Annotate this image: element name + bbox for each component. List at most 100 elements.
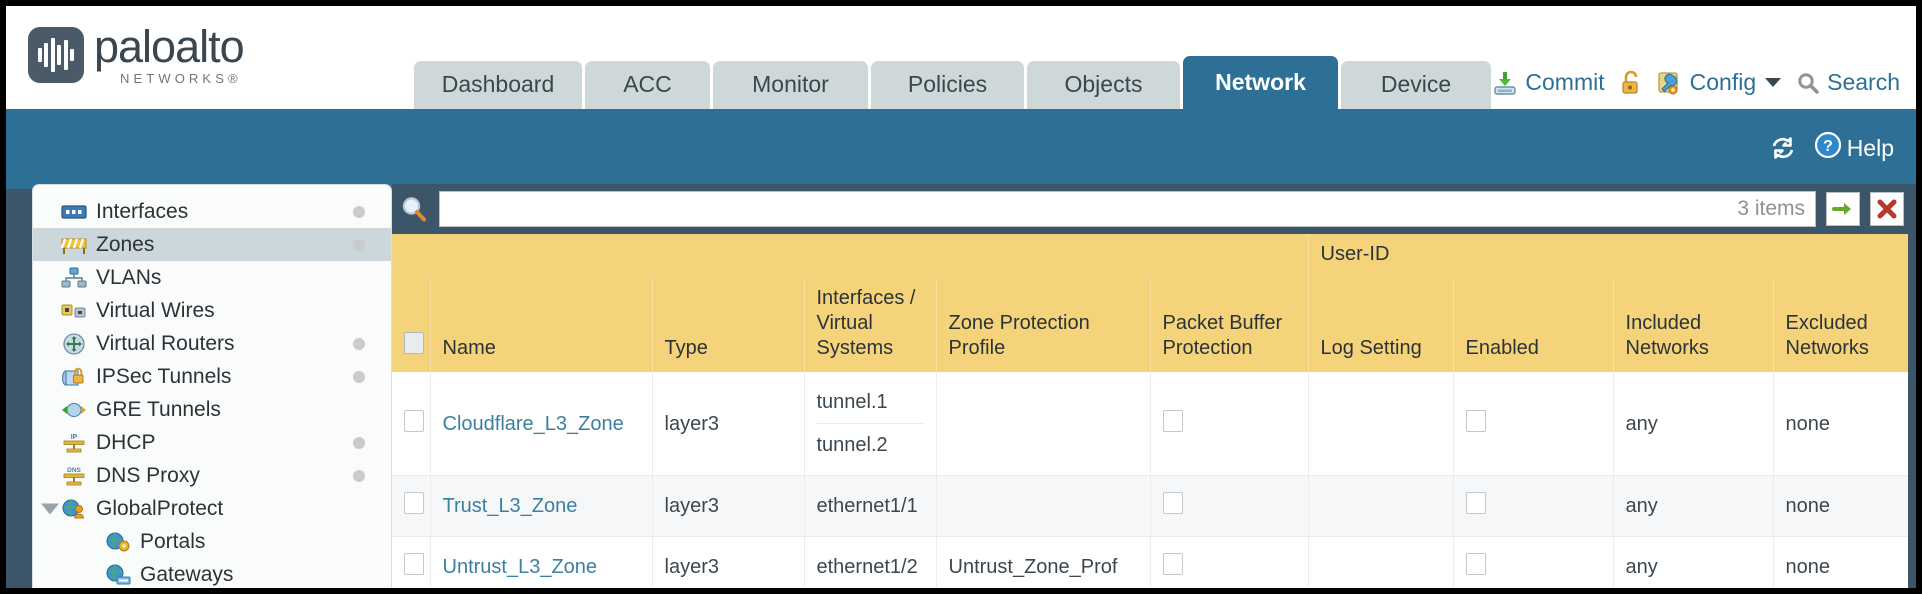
row-select-cell <box>392 372 431 476</box>
sidebar-item-interfaces[interactable]: Interfaces <box>33 195 391 228</box>
row-select-cell <box>392 475 431 537</box>
row-select-cell <box>392 536 431 588</box>
sidebar-item-portals[interactable]: Portals <box>33 525 391 558</box>
expand-collapse-triangle-icon[interactable] <box>41 503 59 514</box>
interfaces-icon <box>61 201 87 223</box>
paloalto-logo-icon <box>28 27 84 83</box>
tab-objects[interactable]: Objects <box>1027 61 1180 109</box>
log-setting-cell <box>1308 372 1454 476</box>
column-header-included-networks[interactable]: Included Networks <box>1613 278 1774 372</box>
sidebar-item-indicator-dot <box>353 469 365 482</box>
tab-network[interactable]: Network <box>1183 56 1338 109</box>
userid-enabled-cell <box>1453 475 1614 537</box>
included-networks-cell: any <box>1613 536 1774 588</box>
sidebar-item-gateways[interactable]: Gateways <box>33 558 391 588</box>
column-header-type[interactable]: Type <box>652 278 805 372</box>
search-icon <box>1796 71 1820 95</box>
tab-device[interactable]: Device <box>1341 61 1491 109</box>
config-menu[interactable]: Config <box>1657 69 1782 96</box>
log-setting-cell <box>1308 536 1454 588</box>
column-header-packet-buffer-protection[interactable]: Packet Buffer Protection <box>1150 278 1309 372</box>
zone-type-cell: layer3 <box>652 475 805 537</box>
lock-button[interactable] <box>1620 70 1642 96</box>
packet-buffer-protection-cell <box>1150 372 1309 476</box>
zone-protection-profile-cell <box>936 475 1151 537</box>
packet-buffer-protection-checkbox[interactable] <box>1162 492 1183 514</box>
packet-buffer-protection-checkbox[interactable] <box>1162 409 1183 432</box>
sidebar-item-label: Virtual Wires <box>96 298 215 322</box>
zone-protection-profile-cell <box>936 372 1151 476</box>
sidebar-item-ipsec-tunnels[interactable]: IPSec Tunnels <box>33 360 391 393</box>
excluded-networks-cell: none <box>1773 536 1908 588</box>
userid-enabled-checkbox[interactable] <box>1465 492 1486 514</box>
packet-buffer-protection-checkbox[interactable] <box>1162 553 1183 575</box>
brand-name: paloalto <box>94 21 245 72</box>
zones-icon <box>60 234 87 256</box>
column-header-log-setting[interactable]: Log Setting <box>1308 278 1454 372</box>
userid-enabled-cell <box>1453 536 1614 588</box>
sidebar-item-zones[interactable]: Zones <box>33 228 391 261</box>
help-button[interactable]: ? Help <box>1814 131 1894 165</box>
ipsec-tunnels-icon <box>61 366 87 388</box>
unlock-icon <box>1620 70 1642 96</box>
table-group-header-row: User-ID <box>392 234 1908 278</box>
select-all-checkbox[interactable] <box>404 332 424 354</box>
apply-filter-button[interactable] <box>1826 192 1860 226</box>
zone-interfaces-cell: ethernet1/2 <box>804 536 937 588</box>
sub-header-band: ? Help <box>6 109 1916 189</box>
sidebar-item-virtual-wires[interactable]: Virtual Wires <box>33 294 391 327</box>
column-header-name[interactable]: Name <box>430 278 653 372</box>
tab-acc[interactable]: ACC <box>585 61 710 109</box>
virtual-wires-icon <box>61 300 87 322</box>
tab-monitor[interactable]: Monitor <box>713 61 868 109</box>
column-header-interfaces-virtual-systems[interactable]: Interfaces / Virtual Systems <box>804 278 937 372</box>
sidebar-item-label: DHCP <box>96 430 156 454</box>
search-icon[interactable] <box>399 194 429 224</box>
row-select-checkbox[interactable] <box>404 492 424 514</box>
item-count-label: 3 items <box>1737 197 1805 220</box>
column-header-excluded-networks[interactable]: Excluded Networks <box>1773 278 1908 372</box>
column-header-zone-protection-profile[interactable]: Zone Protection Profile <box>936 278 1151 372</box>
log-setting-cell <box>1308 475 1454 537</box>
zone-protection-profile-cell: Untrust_Zone_Prof <box>936 536 1151 588</box>
sidebar-item-vlans[interactable]: VLANs <box>33 261 391 294</box>
userid-enabled-checkbox[interactable] <box>1465 553 1486 575</box>
portals-icon <box>105 531 131 553</box>
refresh-icon[interactable] <box>1769 134 1797 162</box>
zone-name-link[interactable]: Trust_L3_Zone <box>442 495 578 517</box>
sidebar-item-gre-tunnels[interactable]: GRE Tunnels <box>33 393 391 426</box>
zone-name-cell: Untrust_L3_Zone <box>430 536 653 588</box>
sidebar-item-label: Portals <box>140 529 206 553</box>
zone-name-link[interactable]: Cloudflare_L3_Zone <box>442 412 624 435</box>
tab-dashboard[interactable]: Dashboard <box>414 61 582 109</box>
config-label: Config <box>1689 69 1757 95</box>
interface-entry: ethernet1/1 <box>816 495 918 517</box>
vlans-icon <box>61 267 87 289</box>
row-select-checkbox[interactable] <box>404 553 424 575</box>
help-label: Help <box>1846 134 1894 161</box>
commit-label: Commit <box>1525 69 1605 95</box>
tab-policies[interactable]: Policies <box>871 61 1024 109</box>
userid-enabled-checkbox[interactable] <box>1465 409 1486 432</box>
sidebar-item-virtual-routers[interactable]: Virtual Routers <box>33 327 391 360</box>
zone-name-link[interactable]: Untrust_L3_Zone <box>442 556 598 578</box>
sidebar-item-globalprotect[interactable]: GlobalProtect <box>33 492 391 525</box>
column-header-enabled[interactable]: Enabled <box>1453 278 1614 372</box>
clear-filter-button[interactable] <box>1870 192 1904 226</box>
row-select-checkbox[interactable] <box>404 409 424 432</box>
dns-proxy-icon: DNS <box>61 465 87 487</box>
commit-button[interactable]: Commit <box>1492 69 1605 96</box>
search-button[interactable]: Search <box>1796 69 1900 96</box>
search-input[interactable] <box>440 192 1738 226</box>
